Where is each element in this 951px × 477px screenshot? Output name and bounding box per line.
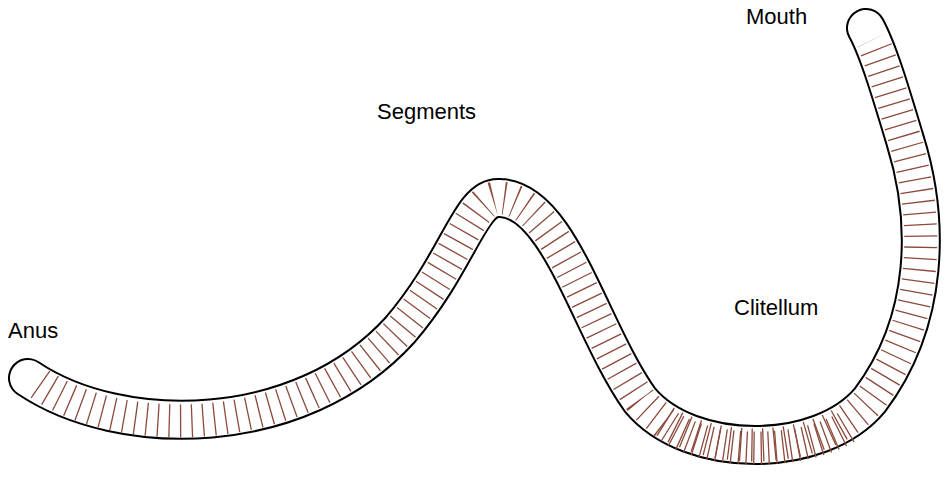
part-label: Mouth (746, 4, 807, 30)
part-label: Clitellum (734, 295, 818, 321)
worm-body (28, 28, 921, 445)
part-label: Segments (377, 99, 476, 125)
clitellum-segments (660, 420, 850, 448)
part-label: Anus (8, 318, 58, 344)
worm-outline (28, 28, 921, 445)
worm-segments (40, 40, 921, 445)
